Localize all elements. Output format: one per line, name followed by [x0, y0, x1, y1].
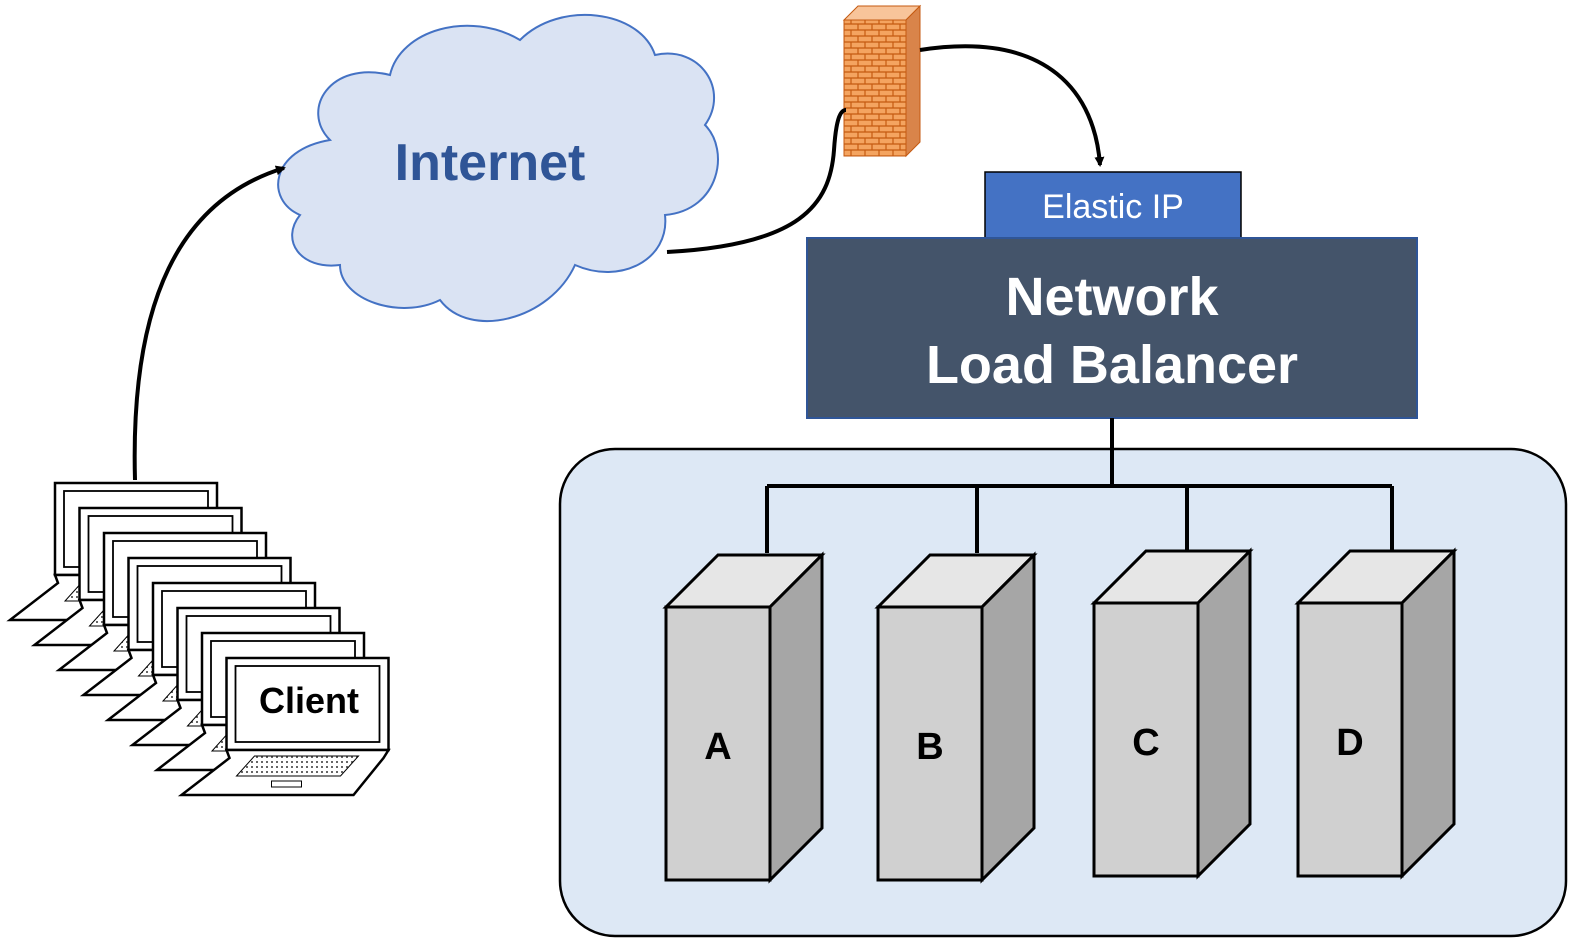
server-label: B — [916, 726, 943, 768]
nlb-label-line1: Network — [1005, 267, 1219, 327]
client-laptop-icon — [177, 656, 391, 797]
server-label: D — [1336, 722, 1363, 764]
server-b: B — [874, 551, 1038, 884]
server-a: A — [662, 551, 826, 884]
elastic-ip-box: Elastic IP — [984, 171, 1242, 239]
internet-cloud: Internet — [277, 13, 719, 323]
elastic-ip-label: Elastic IP — [1042, 188, 1184, 226]
server-label: C — [1132, 722, 1159, 764]
client-label: Client — [259, 680, 359, 721]
firewall-to-elastic-ip-arrow — [919, 44, 1105, 167]
servers-group: A B C D — [662, 547, 1458, 884]
server-c: C — [1090, 547, 1254, 880]
nlb-to-servers-connector — [765, 418, 1394, 553]
server-d: D — [1294, 547, 1458, 880]
firewall-icon — [842, 4, 922, 158]
nlb-label-line2: Load Balancer — [926, 335, 1298, 395]
network-load-balancer-box: Network Load Balancer — [806, 237, 1418, 419]
server-label: A — [704, 726, 731, 768]
internet-to-firewall-line — [666, 108, 847, 254]
client-laptops-group — [6, 481, 391, 797]
internet-label: Internet — [395, 134, 586, 192]
client-to-internet-arrow — [132, 165, 286, 481]
